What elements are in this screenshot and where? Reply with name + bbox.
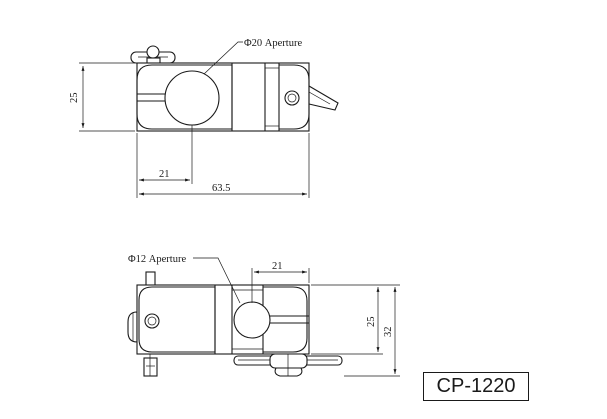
top-knob [130,45,176,65]
bottom-knob [233,353,343,377]
bottom-aperture [233,301,271,339]
top-dim-height: 25 [69,93,80,104]
top-aperture [164,70,220,126]
bottom-dim-center: 21 [272,261,283,272]
bottom-clamp-body [136,284,310,355]
bottom-view: Φ12 Aperture 21 25 32 [127,254,400,377]
top-view: Φ20 Aperture 25 21 63.5 [69,38,339,198]
bottom-dim-height-outer: 32 [383,327,394,338]
top-dim-center: 21 [159,169,170,180]
top-side-screw [284,90,300,106]
bottom-left-knob [127,311,138,343]
bottom-left-post [143,271,158,377]
bottom-aperture-label: Φ12 Aperture [128,254,186,265]
top-dim-width: 63.5 [212,183,230,194]
top-clamp-body [136,62,310,132]
model-number: CP-1220 [436,375,516,397]
model-number-box: CP-1220 [423,372,529,401]
bottom-side-screw [144,313,160,329]
bottom-dim-height-inner: 25 [366,317,377,328]
top-aperture-label: Φ20 Aperture [244,38,302,49]
